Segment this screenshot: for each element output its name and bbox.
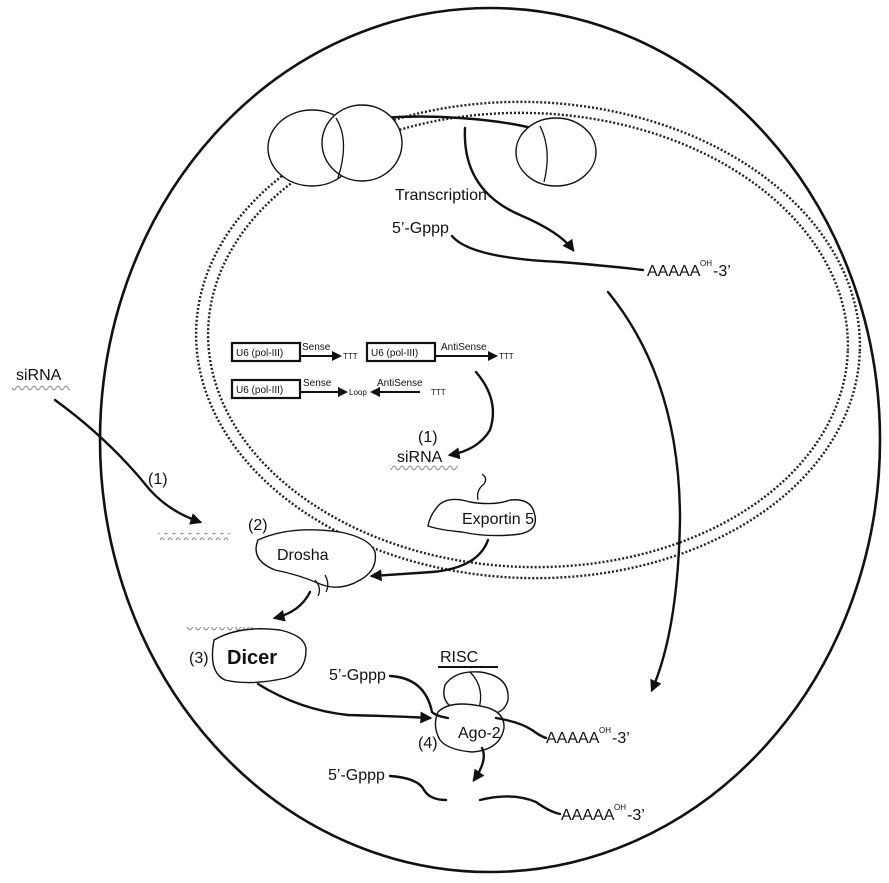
nucleosome [322, 105, 402, 181]
svg-text:AAAAA: AAAAA [546, 730, 600, 747]
svg-text:U6 (pol-III): U6 (pol-III) [371, 348, 418, 359]
svg-text:U6 (pol-III): U6 (pol-III) [236, 385, 283, 396]
step1-label-cytoplasm: (1) [148, 471, 168, 488]
polyA-tail-risc: AAAAA OH -3’ [546, 726, 630, 747]
sirna-entry-arrow [55, 400, 200, 522]
svg-text:TTT: TTT [343, 352, 358, 361]
svg-text:TTT: TTT [499, 352, 514, 361]
sirna-duplex-exogenous [12, 385, 70, 392]
mrna-export-arrow [608, 292, 680, 690]
ago2-label: Ago-2 [458, 725, 501, 742]
cleaved-mrna-3prime-fragment [480, 796, 560, 814]
dicer-to-risc-arrow [258, 684, 430, 718]
cleaved-mrna-5prime-fragment [390, 776, 446, 800]
expression-construct-sense: U6 (pol-III) Sense TTT [232, 342, 358, 361]
risc-label: RISC [440, 649, 478, 666]
mrna-5prime-cap-risc: 5’-Gppp [329, 667, 386, 684]
step2-label: (2) [248, 517, 268, 534]
exportin5-label: Exportin 5 [462, 511, 534, 528]
svg-text:OH: OH [700, 259, 712, 268]
svg-text:OH: OH [614, 803, 626, 812]
svg-text:Loop: Loop [349, 388, 367, 397]
svg-text:AAAAA: AAAAA [647, 263, 701, 280]
svg-text:Sense: Sense [302, 342, 331, 353]
svg-text:-3’: -3’ [713, 263, 731, 280]
step4-label: (4) [418, 735, 438, 752]
polyA-tail-nucleus: AAAAA OH -3’ [647, 259, 731, 280]
sirna-label-exogenous: siRNA [16, 367, 62, 384]
chromatin [268, 105, 596, 186]
construct-to-sirna-arrow [450, 372, 493, 455]
svg-text:U6 (pol-III): U6 (pol-III) [236, 348, 283, 359]
mrna-5prime-cap: 5’-Gppp [392, 220, 449, 237]
step3-label: (3) [189, 650, 209, 667]
mrna-5prime-cap-cleaved: 5’-Gppp [328, 767, 385, 784]
dicer-label: Dicer [227, 647, 277, 669]
sirna-duplex-nucleus [390, 463, 458, 470]
svg-text:-3’: -3’ [627, 807, 645, 824]
svg-text:AntiSense: AntiSense [377, 378, 423, 389]
step1-label-nucleus: (1) [418, 429, 438, 446]
mrna-strand [452, 236, 643, 270]
drosha-to-dicer-arrow [275, 592, 310, 618]
svg-text:AntiSense: AntiSense [441, 342, 487, 353]
svg-text:Sense: Sense [303, 378, 332, 389]
cleavage-arrow [474, 748, 484, 780]
svg-text:OH: OH [599, 726, 611, 735]
sirna-duplex-cytoplasm [158, 533, 230, 540]
nucleosome [516, 118, 596, 186]
svg-text:-3’: -3’ [612, 730, 630, 747]
transcription-label: Transcription [395, 187, 487, 204]
drosha-label: Drosha [277, 547, 329, 564]
export-to-drosha-arrow [372, 540, 488, 576]
expression-construct-hairpin: U6 (pol-III) Sense Loop AntiSense TTT [232, 378, 446, 398]
polyA-tail-cleaved: AAAAA OH -3’ [561, 803, 645, 824]
svg-text:TTT: TTT [431, 388, 446, 397]
svg-text:AAAAA: AAAAA [561, 807, 615, 824]
expression-construct-antisense: U6 (pol-III) AntiSense TTT [367, 342, 514, 361]
